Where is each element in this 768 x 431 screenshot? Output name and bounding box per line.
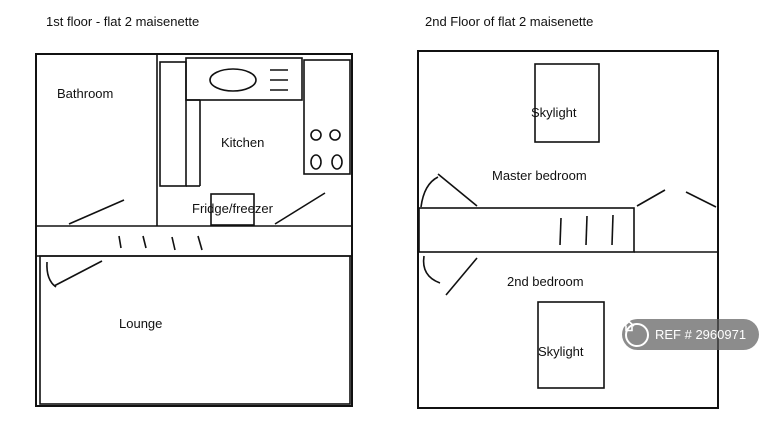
top-worktop xyxy=(185,57,303,101)
room-label-lounge: Lounge xyxy=(119,316,162,331)
kitchen-door xyxy=(274,192,326,225)
left-worktop xyxy=(159,61,187,187)
roof-slope-line xyxy=(636,189,666,207)
stair-tread xyxy=(585,215,588,246)
fridge-freezer-box xyxy=(210,193,255,226)
home-icon xyxy=(623,320,649,347)
master-door xyxy=(437,173,478,207)
home-icon-glyph xyxy=(623,320,635,332)
lounge-door-swing xyxy=(46,261,57,288)
hob-ring xyxy=(310,154,322,170)
skylight-bottom xyxy=(537,301,605,389)
stair-tread xyxy=(559,217,562,246)
room-label-kitchen: Kitchen xyxy=(221,135,264,150)
stair-tread xyxy=(171,236,176,251)
room-label-master-bedroom: Master bedroom xyxy=(492,168,587,183)
second-floor-outline xyxy=(417,50,719,409)
roof-slope-line xyxy=(685,191,717,208)
skylight-top xyxy=(534,63,600,143)
first-floor-plan: Bathroom Kitchen Fridge/freezer Lounge xyxy=(35,53,353,407)
skylight-label-bottom: Skylight xyxy=(538,344,584,359)
lounge-outline xyxy=(39,255,351,405)
landing-outline xyxy=(418,207,635,253)
room-label-fridge-freezer: Fridge/freezer xyxy=(192,201,274,216)
stair-tread xyxy=(611,214,614,246)
hob-ring xyxy=(329,129,341,141)
lounge-door xyxy=(53,260,103,287)
second-floor-plan: Skylight Master bedroom 2nd bedroom Skyl… xyxy=(417,50,719,409)
room-label-bathroom: Bathroom xyxy=(57,86,113,101)
first-floor-outline xyxy=(35,53,353,407)
room-label-2nd-bedroom: 2nd bedroom xyxy=(507,274,584,289)
bathroom-door xyxy=(68,199,125,225)
hob-ring xyxy=(310,129,322,141)
bedroom-door-swing xyxy=(422,255,441,284)
second-floor-title: 2nd Floor of flat 2 maisenette xyxy=(425,14,593,29)
first-floor-title: 1st floor - flat 2 maisenette xyxy=(46,14,199,29)
sink-bowl xyxy=(209,68,257,92)
skylight-label-top: Skylight xyxy=(531,105,577,120)
stair-tread xyxy=(118,235,122,249)
bedroom-door xyxy=(445,257,478,296)
right-worktop xyxy=(303,59,351,175)
ref-watermark: REF # 2960971 xyxy=(622,319,759,350)
hob-ring xyxy=(331,154,343,170)
stair-tread xyxy=(142,235,147,249)
stair-tread xyxy=(197,235,203,251)
master-door-swing xyxy=(420,176,439,208)
ref-number: REF # 2960971 xyxy=(655,327,747,342)
